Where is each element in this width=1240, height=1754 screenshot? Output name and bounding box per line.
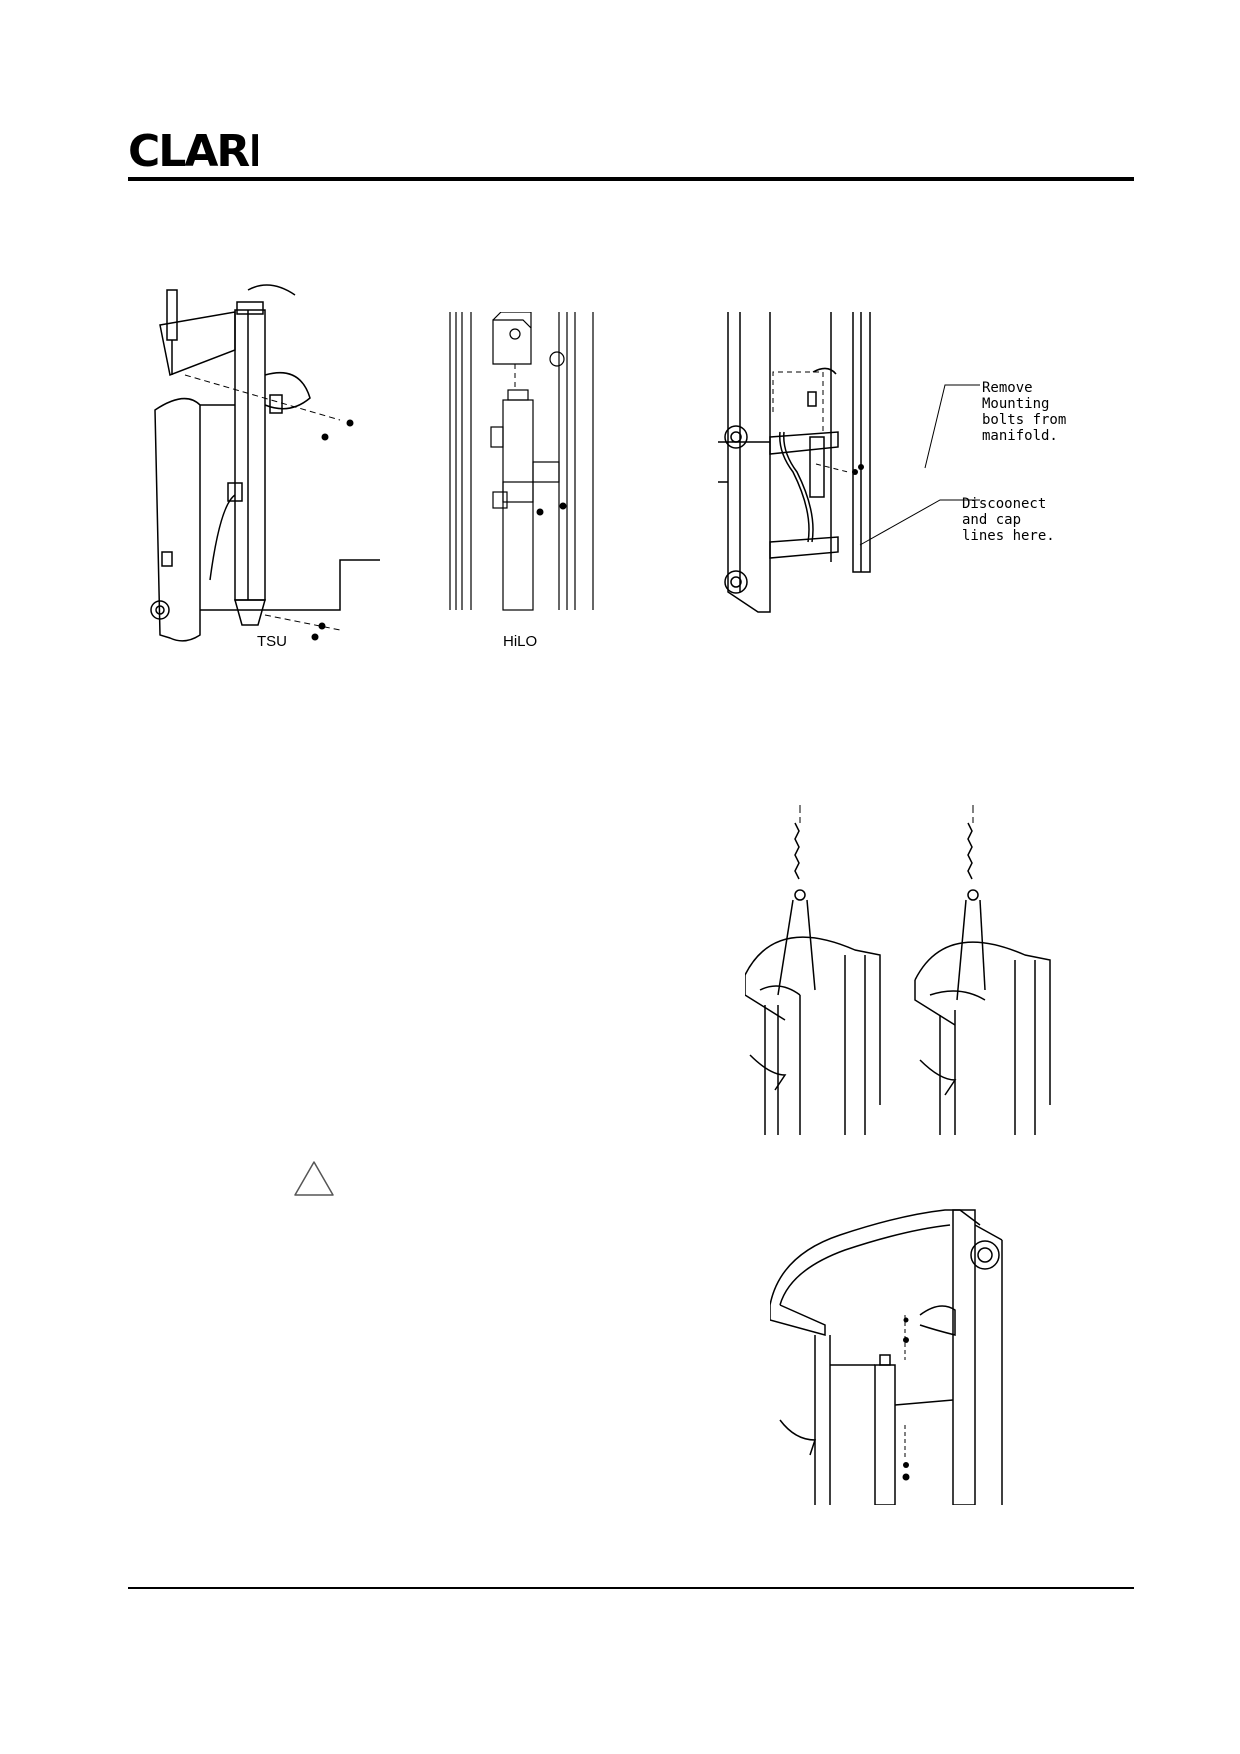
svg-text:CLARK: CLARK bbox=[128, 128, 258, 174]
tsu-caption: TSU bbox=[257, 633, 287, 650]
cylinder-mount-diagram bbox=[770, 1209, 1003, 1505]
hilo-caption: HiLO bbox=[503, 633, 538, 650]
callout-leaders bbox=[859, 384, 980, 546]
callout-disconnect-lines: Discoonect and cap lines here. bbox=[962, 496, 1055, 544]
warning-triangle-icon bbox=[294, 1161, 334, 1196]
clark-logo: CLARK bbox=[128, 128, 258, 174]
manifold-removal-diagram bbox=[718, 312, 871, 613]
callout-remove-bolts: Remove Mounting bolts from manifold. bbox=[982, 380, 1067, 444]
hilo-cylinder-diagram bbox=[449, 312, 594, 611]
mast-lifting-diagram bbox=[745, 805, 1051, 1135]
footer-rule bbox=[128, 1587, 1134, 1589]
tsu-cylinder-diagram bbox=[150, 284, 380, 642]
header-rule bbox=[128, 177, 1134, 181]
